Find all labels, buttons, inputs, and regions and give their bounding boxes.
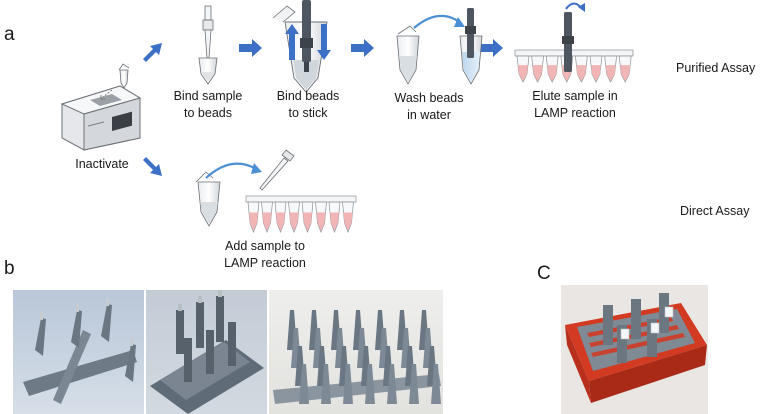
- arrow-step-4: [480, 39, 503, 57]
- pipette-icon: [202, 5, 214, 59]
- label-add-sample-line-1: Add sample to: [225, 239, 305, 253]
- arrow-to-purified: [143, 43, 162, 62]
- label-wash-beads: Wash beads in water: [389, 90, 469, 124]
- tube-icon: [198, 57, 218, 85]
- lamp-liquid-icon: [316, 212, 326, 231]
- arrow-step-3: [351, 39, 374, 57]
- panel-label-b: b: [4, 258, 15, 279]
- spike-icon: [321, 364, 331, 404]
- label-elute: Elute sample in LAMP reaction: [520, 88, 630, 122]
- lamp-liquid-icon: [591, 65, 601, 81]
- photo-holder-red: [561, 285, 708, 414]
- label-bind-sample-line-1: Bind sample: [173, 89, 243, 103]
- heat-block-icon: [60, 85, 142, 151]
- sample-tube-icon: [100, 63, 130, 100]
- spike-icon: [299, 364, 309, 404]
- label-bind-beads-line-1: Bind beads: [276, 89, 340, 103]
- workflow-diagram: [60, 0, 634, 233]
- lamp-liquid-icon: [276, 212, 285, 231]
- stick-in-tube-icon: [272, 0, 328, 93]
- label-bind-sample: Bind sample to beads: [168, 88, 248, 122]
- spike-icon: [343, 364, 353, 404]
- spike-icon: [387, 364, 397, 404]
- up-down-arrows-icon: [285, 24, 331, 60]
- lamp-liquid-icon: [532, 65, 543, 81]
- direct-transfer-curve-icon: [205, 162, 259, 179]
- label-inactivate: Inactivate: [75, 157, 129, 171]
- label-add-sample-line-2: LAMP reaction: [224, 256, 306, 270]
- lamp-liquid-icon: [518, 65, 528, 81]
- spike-icon: [409, 364, 419, 404]
- lamp-strip-purified-icon: [514, 49, 634, 83]
- panel-label-c: C: [537, 263, 551, 284]
- panel-label-a: a: [4, 24, 15, 45]
- lamp-liquid-icon: [249, 212, 258, 231]
- lamp-strip-direct-icon: [245, 195, 357, 233]
- label-bind-beads-line-2: to stick: [288, 106, 328, 120]
- label-purified-assay: Purified Assay: [676, 61, 756, 75]
- label-bind-sample-line-2: to beads: [184, 106, 232, 120]
- spike-icon: [365, 364, 375, 404]
- lamp-liquid-icon: [330, 212, 339, 231]
- spike-icon: [431, 364, 441, 404]
- label-elute-line-2: LAMP reaction: [534, 106, 616, 120]
- lamp-liquid-icon: [262, 212, 272, 231]
- label-wash-beads-line-2: in water: [407, 108, 451, 122]
- lamp-liquid-icon: [605, 65, 616, 81]
- label-bind-beads: Bind beads to stick: [268, 88, 348, 122]
- arrow-to-direct: [143, 157, 162, 176]
- wash-tube-right-icon: [459, 8, 483, 85]
- lamp-liquid-icon: [547, 65, 558, 81]
- label-add-sample: Add sample to LAMP reaction: [210, 238, 320, 272]
- arrow-step-2: [239, 39, 262, 57]
- label-direct-assay: Direct Assay: [680, 204, 750, 218]
- photo-stick-array-2: [146, 290, 267, 414]
- lamp-liquid-icon: [289, 212, 299, 231]
- lamp-liquid-icon: [343, 212, 353, 231]
- label-wash-beads-line-1: Wash beads: [394, 91, 464, 105]
- label-elute-line-1: Elute sample in: [532, 89, 618, 103]
- photo-stick-array-1: [13, 290, 144, 414]
- lamp-liquid-icon: [620, 65, 631, 81]
- lamp-liquid-icon: [303, 212, 312, 231]
- direct-pipette-icon: [259, 149, 295, 191]
- direct-tube-icon: [195, 171, 221, 227]
- wash-tube-left-icon: [396, 25, 420, 85]
- lamp-liquid-icon: [576, 65, 587, 81]
- photo-stick-array-3: [269, 290, 443, 414]
- workflow-arrows: [143, 39, 503, 176]
